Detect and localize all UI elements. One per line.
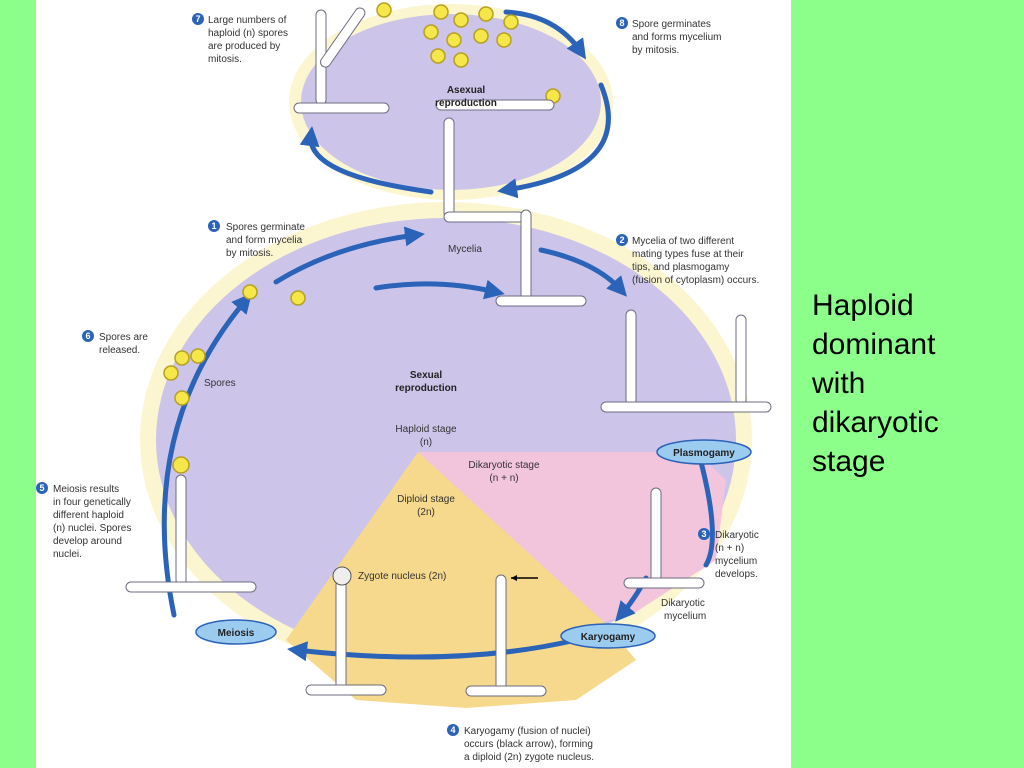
step-5-badge	[36, 482, 48, 494]
zygote-label: Zygote nucleus (2n)	[358, 571, 446, 582]
step-4: 4 Karyogamy (fusion of nuclei) occurs (b…	[447, 724, 594, 763]
arrow-asexual-top	[503, 9, 587, 60]
dikaryotic-stage-line1: Dikaryotic stage	[468, 460, 540, 471]
mycelia-label: Mycelia	[448, 244, 482, 255]
step-1-line2: and form mycelia	[226, 235, 303, 246]
step-7-line2: haploid (n) spores	[208, 28, 288, 39]
step-7-line4: mitosis.	[208, 54, 242, 65]
arrow-asexual-left	[299, 126, 434, 195]
step-8-line2: and forms mycelium	[632, 32, 721, 43]
caption-line-4: dikaryotic	[812, 406, 939, 439]
step-8: 8 Spore germinates and forms mycelium by…	[616, 17, 721, 56]
step-6: 6 Spores are released.	[82, 330, 148, 356]
step-1-number: 1	[211, 221, 216, 231]
step-3: 3 Dikaryotic (n + n) mycelium develops.	[698, 528, 759, 580]
step-5-line5: develop around	[53, 536, 122, 547]
sexual-label-line2: reproduction	[395, 383, 457, 394]
zygote-cell	[332, 566, 352, 586]
meiosis-pill	[195, 619, 277, 645]
step-3-line2: (n + n)	[715, 543, 744, 554]
caption-line-3: with	[812, 367, 866, 400]
step-7: 7 Large numbers of haploid (n) spores ar…	[192, 13, 288, 65]
step-7-badge	[192, 13, 204, 25]
step-4-number: 4	[450, 725, 455, 735]
step-2: 2 Mycelia of two different mating types …	[616, 234, 759, 286]
step-3-line4: develops.	[715, 569, 758, 580]
arrow-to-dikaryotic	[698, 459, 715, 568]
released-spores	[163, 284, 306, 474]
step-5-line4: (n) nuclei. Spores	[53, 523, 131, 534]
step-2-line2: mating types fuse at their	[632, 249, 744, 260]
diploid-stage-line1: Diploid stage	[397, 494, 455, 505]
haploid-stage-line1: Haploid stage	[395, 424, 457, 435]
step-1-line3: by mitosis.	[226, 248, 273, 259]
fungal-life-cycle-diagram: Plasmogamy Karyogamy Meiosis Asexual rep…	[36, 0, 791, 768]
caption-line-2: dominant	[812, 328, 936, 361]
step-7-number: 7	[195, 14, 200, 24]
step-6-line1: Spores are	[99, 332, 148, 343]
step-3-line3: mycelium	[715, 556, 757, 567]
step-6-number: 6	[85, 331, 90, 341]
plasmogamy-label: Plasmogamy	[673, 448, 735, 459]
dikaryotic-mycelium-line2: mycelium	[664, 611, 706, 622]
step-1-line1: Spores germinate	[226, 222, 305, 233]
diagram-canvas: Plasmogamy Karyogamy Meiosis Asexual rep…	[36, 2, 772, 763]
step-5: 5 Meiosis results in four genetically di…	[36, 482, 131, 560]
caption-line-5: stage	[812, 445, 886, 478]
step-1: 1 Spores germinate and form mycelia by m…	[208, 220, 305, 259]
asexual-label-line2: reproduction	[435, 98, 497, 109]
step-5-line2: in four genetically	[53, 497, 131, 508]
step-5-line6: nuclei.	[53, 549, 82, 560]
haploid-stage-line2: (n)	[420, 437, 432, 448]
step-7-line1: Large numbers of	[208, 15, 287, 26]
step-5-line1: Meiosis results	[53, 484, 119, 495]
side-caption: Haploid dominant with dikaryotic stage	[812, 286, 1012, 481]
step-2-line1: Mycelia of two different	[632, 236, 734, 247]
karyogamy-black-arrowhead	[511, 575, 517, 581]
step-4-badge	[447, 724, 459, 736]
spores-label: Spores	[204, 378, 236, 389]
step-8-line1: Spore germinates	[632, 19, 711, 30]
step-8-badge	[616, 17, 628, 29]
step-7-line3: are produced by	[208, 41, 280, 52]
step-8-line3: by mitosis.	[632, 45, 679, 56]
step-3-line1: Dikaryotic	[715, 530, 759, 541]
asexual-spores	[376, 2, 561, 104]
caption-line-1: Haploid	[812, 289, 914, 322]
asexual-label-line1: Asexual	[447, 85, 486, 96]
step-3-badge	[698, 528, 710, 540]
step-2-line4: (fusion of cytoplasm) occurs.	[632, 275, 759, 286]
arrow-spore-release	[161, 293, 252, 618]
step-3-number: 3	[701, 529, 706, 539]
plasmogamy-pill	[656, 439, 752, 465]
arrow-mycelia	[373, 279, 505, 300]
sexual-label-line1: Sexual	[410, 370, 442, 381]
step-2-badge	[616, 234, 628, 246]
step-1-badge	[208, 220, 220, 232]
dikaryotic-stage-line2: (n + n)	[489, 473, 518, 484]
step-6-line2: released.	[99, 345, 140, 356]
meiosis-label: Meiosis	[218, 628, 255, 639]
arrow-plasmogamy	[538, 247, 627, 297]
step-8-number: 8	[619, 18, 624, 28]
dikaryotic-mycelium-line1: Dikaryotic	[661, 598, 705, 609]
diploid-stage-line2: (2n)	[417, 507, 435, 518]
step-2-line3: tips, and plasmogamy	[632, 262, 729, 273]
arrow-asexual-right	[497, 82, 611, 199]
step-2-number: 2	[619, 235, 624, 245]
step-4-line2: occurs (black arrow), forming	[464, 739, 593, 750]
karyogamy-label: Karyogamy	[581, 632, 636, 643]
step-5-line3: different haploid	[53, 510, 124, 521]
karyogamy-pill	[560, 623, 656, 649]
step-4-line1: Karyogamy (fusion of nuclei)	[464, 726, 591, 737]
step-4-line3: a diploid (2n) zygote nucleus.	[464, 752, 594, 763]
step-6-badge	[82, 330, 94, 342]
step-5-number: 5	[39, 483, 44, 493]
arrow-germinate	[273, 226, 425, 285]
